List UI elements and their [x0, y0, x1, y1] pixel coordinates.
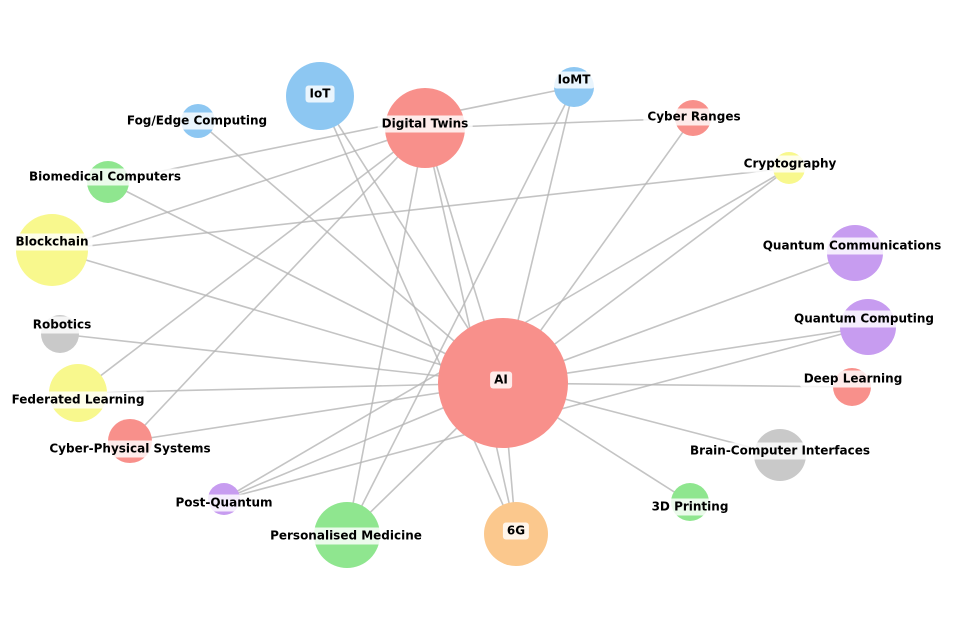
graph-node-q_comp	[840, 299, 896, 355]
graph-node-digital_twins	[385, 88, 465, 168]
graph-node-deep_learning	[833, 368, 871, 406]
graph-edge-digital_twins-federated	[77, 127, 426, 394]
graph-node-cyber_ranges	[675, 100, 711, 136]
graph-edge-digital_twins-pers_med	[346, 127, 426, 536]
graph-edge-iot-sixg	[319, 95, 517, 535]
graph-node-post_quantum	[208, 483, 240, 515]
graph-node-federated	[49, 364, 107, 422]
graph-edge-cryptography-blockchain	[51, 167, 790, 251]
graph-edge-digital_twins-blockchain	[51, 127, 426, 251]
graph-node-sixg	[484, 502, 548, 566]
graph-edge-iomt-biomedical	[107, 86, 575, 183]
graph-edge-ai-federated	[77, 382, 504, 394]
graph-node-q_comms	[827, 225, 883, 281]
graph-node-ai	[438, 318, 568, 448]
graph-edge-digital_twins-cyber_ranges	[424, 117, 694, 129]
graph-edge-ai-blockchain	[51, 249, 504, 384]
graph-edge-ai-biomedical	[107, 181, 504, 384]
graph-node-bci	[754, 429, 806, 481]
graph-node-biomedical	[87, 161, 129, 203]
graph-node-robotics	[41, 315, 79, 353]
graph-node-cryptography	[773, 152, 805, 184]
graph-node-blockchain	[16, 214, 88, 286]
graph-node-iot	[286, 62, 354, 130]
graph-node-pers_med	[314, 502, 380, 568]
graph-node-fog_edge	[181, 104, 215, 138]
graph-edge-ai-robotics	[59, 333, 504, 384]
graph-node-cps	[108, 419, 152, 463]
graph-edge-ai-fog_edge	[197, 120, 504, 384]
graph-node-iomt	[554, 67, 594, 107]
graph-node-printing3d	[671, 483, 709, 521]
graph-edge-digital_twins-cps	[129, 127, 426, 442]
graph-edge-iomt-pers_med	[346, 86, 575, 536]
